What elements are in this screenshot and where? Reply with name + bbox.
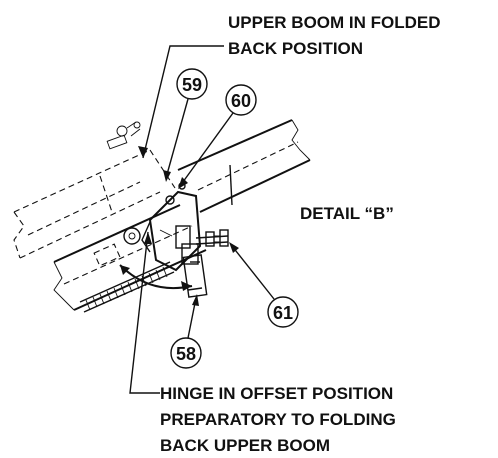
hinge-label-line1: HINGE IN OFFSET POSITION xyxy=(160,384,393,403)
part-58-balloon xyxy=(170,337,202,369)
part-59-balloon xyxy=(176,68,208,100)
strut-58 xyxy=(182,254,208,298)
folded-upper-boom xyxy=(13,149,176,259)
part-60-callout: 60 xyxy=(178,84,257,189)
hinge-label-line2: PREPARATORY TO FOLDING xyxy=(160,410,396,429)
hinge-assembly xyxy=(123,182,202,272)
part-61-balloon xyxy=(267,296,299,328)
detail-label: DETAIL “B” xyxy=(300,204,394,223)
hinge-callout: HINGE IN OFFSET POSITION PREPARATORY TO … xyxy=(129,231,396,455)
hinge-leader xyxy=(129,231,160,394)
lower-boom xyxy=(177,119,311,213)
upper-boom-leader xyxy=(142,45,224,159)
upper-boom-label-line1: UPPER BOOM IN FOLDED xyxy=(228,13,441,32)
part-58-number: 58 xyxy=(176,344,196,364)
hinge-pin-left xyxy=(123,227,141,245)
part-59-number: 59 xyxy=(182,75,202,95)
adjusting-bolt-61 xyxy=(195,229,229,247)
hinge-label-line3: BACK UPPER BOOM xyxy=(160,436,330,455)
upper-boom-callout: UPPER BOOM IN FOLDED BACK POSITION xyxy=(138,13,441,159)
fold-direction-arrow xyxy=(119,264,193,291)
upper-boom-arrowhead xyxy=(138,146,148,158)
part-61-callout: 61 xyxy=(229,242,299,328)
part-60-number: 60 xyxy=(231,91,251,111)
clevis-pin-detail xyxy=(106,121,141,150)
part-58-callout: 58 xyxy=(170,294,202,369)
part-59-callout: 59 xyxy=(163,68,208,182)
part-61-number: 61 xyxy=(273,303,293,323)
upper-boom-label-line2: BACK POSITION xyxy=(228,39,363,58)
part-60-balloon xyxy=(225,84,257,116)
